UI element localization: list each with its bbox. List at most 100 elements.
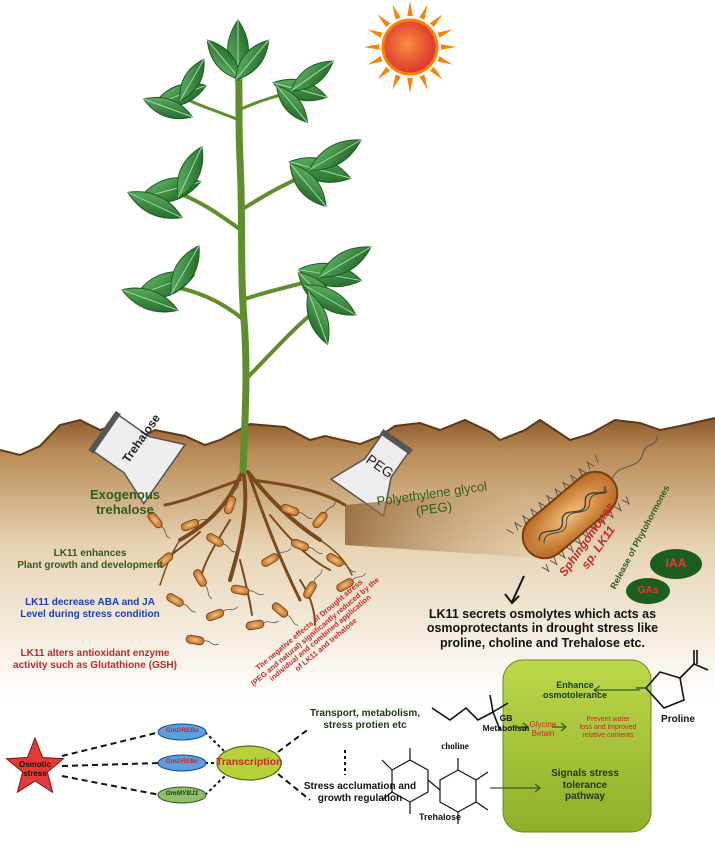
flagellum: [611, 435, 658, 480]
flagellum: [554, 488, 563, 494]
gmdreba-oval: [157, 723, 207, 741]
arrow-proline: [592, 685, 640, 695]
arrow-glycine: [552, 722, 567, 732]
transcription-label: Transcription: [216, 756, 283, 768]
gas-oval: [626, 578, 670, 604]
root-bacterium: [312, 501, 336, 529]
flagellum: [538, 501, 547, 507]
gb-metabolism-label: GB Metabolism: [482, 713, 530, 733]
sun-ray: [440, 44, 456, 50]
root-bacterium: [336, 572, 367, 592]
osmotic-stress-label: Osmotic stress: [18, 760, 51, 779]
flagellum: [530, 508, 539, 514]
bacteria-cluster-icon: [147, 482, 367, 646]
exogenous-trehalose-label: Exogenous trehalose: [89, 487, 161, 517]
choline-structure-icon: [431, 694, 509, 731]
arrow-down-icon: [504, 575, 525, 605]
proline-label: Proline: [661, 714, 695, 725]
trehalose-structure-icon: [381, 748, 489, 824]
iaa-oval: [650, 549, 702, 579]
sun-ray: [392, 74, 401, 90]
root-bacterium: [290, 538, 323, 554]
root-bacterium: [303, 569, 323, 599]
root-bacterium: [185, 634, 219, 646]
root-bacterium: [206, 533, 236, 553]
flagellum: [586, 461, 595, 467]
arrow-gb: [508, 722, 529, 732]
sun-ray: [377, 66, 391, 80]
flagellum: [593, 523, 598, 532]
flagellum: [522, 515, 531, 521]
sun-ray: [407, 1, 413, 17]
leaf: [176, 145, 204, 199]
leaf: [234, 39, 270, 81]
stress-accumulation-label: Stress acclumation and growth regulation: [303, 781, 417, 804]
osmotic-stress-star-icon: [5, 736, 65, 794]
sun-ray: [367, 29, 383, 38]
flagellum: [561, 550, 566, 559]
flagellum: [601, 516, 606, 525]
gmdreba-label: GmDREBa: [165, 727, 199, 734]
transcription-oval: [216, 745, 282, 781]
bacterium-beam: [345, 488, 538, 558]
leaf: [289, 162, 327, 208]
flagellum: [617, 503, 622, 512]
root-bacterium: [147, 511, 171, 539]
leaf: [318, 246, 372, 278]
arrow-trehalose: [490, 783, 541, 793]
flagellum: [553, 556, 558, 566]
trehalose-flask-icon: [88, 410, 187, 505]
sun-ray: [364, 44, 380, 50]
leaf: [179, 58, 205, 102]
gmdrebc-label: GmDREBc: [165, 758, 199, 765]
sun-ray: [437, 56, 453, 65]
leaf: [275, 84, 309, 124]
root-bacterium: [193, 569, 213, 600]
flagellum: [562, 481, 571, 487]
proline-structure-icon: [636, 650, 709, 709]
root-bacterium: [180, 516, 213, 532]
trehalose-structure-label: Trehalose: [418, 812, 462, 822]
sun-icon: [364, 1, 456, 93]
root-bacterium: [245, 619, 279, 631]
enhance-osmotolerance-label: Enhance osmotolerance: [542, 680, 608, 701]
choline-label: choline: [441, 741, 469, 751]
lk11-growth-label: LK11 enhances Plant growth and developme…: [17, 548, 163, 571]
root-bacterium: [166, 593, 196, 613]
flagellum: [577, 536, 582, 546]
soil-layer: [0, 418, 715, 700]
root-bacterium: [205, 606, 238, 622]
sun-ray: [367, 56, 383, 65]
root-bacterium: [230, 584, 264, 596]
signals-stress-label: Signals stress tolerance pathway: [551, 768, 619, 802]
gmmybj1-oval: [157, 786, 207, 804]
root-bacterium: [156, 544, 184, 568]
flagellum: [594, 454, 599, 463]
flagellum: [585, 530, 590, 539]
root-bacterium: [261, 547, 292, 567]
flagellum: [569, 543, 574, 552]
lk11-gsh-label: LK11 alters antioxidant enzyme activity …: [13, 648, 177, 671]
flagellum: [545, 563, 550, 573]
sun-ray: [419, 4, 428, 20]
bacterium-icon: [506, 435, 658, 573]
osmoprotectant-box: [502, 659, 652, 833]
leaf: [306, 290, 330, 346]
gmmybj1-label: GmMYBJ1: [165, 790, 199, 797]
osmolytes-label: LK11 secrets osmolytes which acts as osm…: [426, 607, 659, 650]
leaf: [289, 60, 335, 92]
sun-ray: [429, 14, 443, 28]
sun-ray: [437, 29, 453, 38]
iaa-label: IAA: [665, 556, 687, 570]
sun-ray: [377, 14, 391, 28]
leaf: [206, 39, 242, 81]
sun-ray: [392, 4, 401, 20]
lk11-aba-label: LK11 decrease ABA and JA Level during st…: [20, 597, 160, 620]
prevent-water-label: Prevent water loss and improved relative…: [579, 716, 637, 740]
root-bacterium: [271, 602, 299, 626]
flagellum: [514, 522, 522, 528]
flagellum: [570, 474, 579, 481]
sun-ray: [429, 66, 443, 80]
flagellum: [609, 509, 614, 519]
